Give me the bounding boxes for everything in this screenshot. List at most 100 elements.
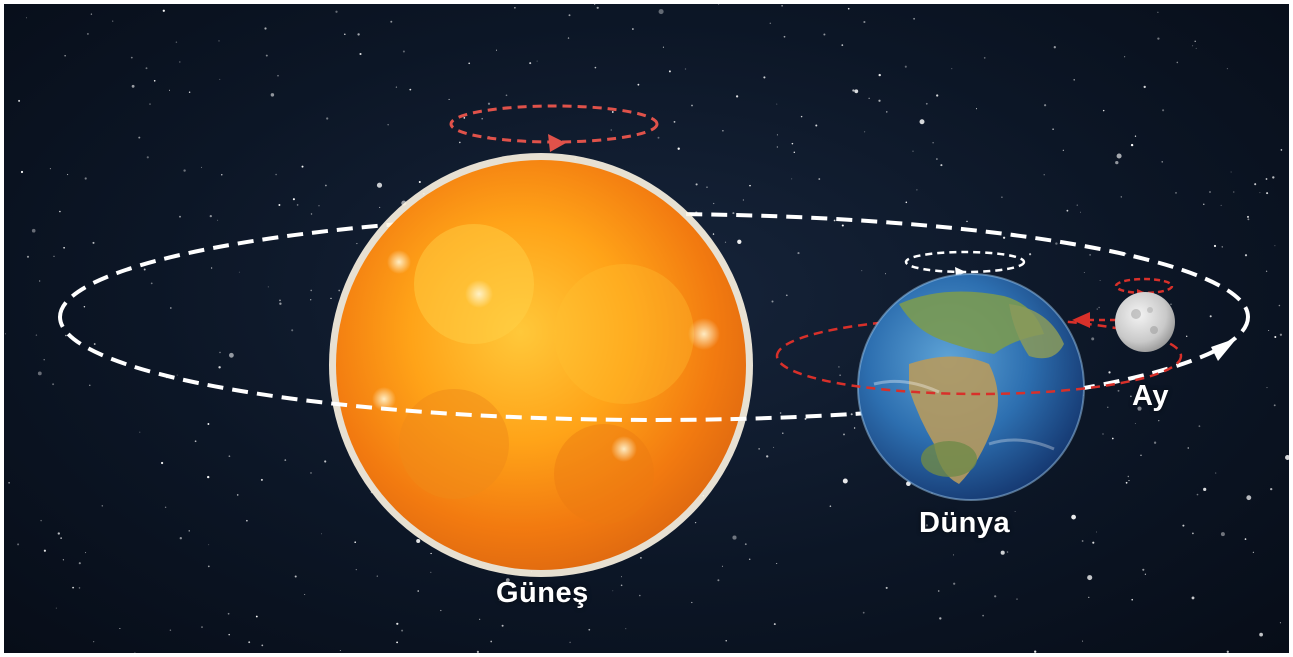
star — [940, 164, 943, 167]
star — [53, 255, 55, 257]
star — [1062, 149, 1064, 151]
star — [134, 652, 136, 653]
star — [1270, 487, 1273, 491]
star — [514, 6, 516, 9]
star — [594, 66, 597, 69]
star — [748, 558, 751, 560]
star — [925, 524, 929, 527]
star — [229, 352, 234, 358]
star — [1280, 149, 1283, 151]
star — [1096, 531, 1098, 533]
star — [673, 120, 676, 123]
star — [1182, 524, 1185, 527]
star — [842, 478, 848, 484]
star — [1014, 510, 1016, 512]
star — [843, 433, 845, 436]
star — [953, 554, 955, 556]
star — [479, 618, 481, 620]
star — [1000, 550, 1005, 555]
star — [164, 506, 167, 509]
star — [401, 629, 404, 632]
star — [1191, 596, 1195, 600]
star — [153, 79, 156, 82]
star — [594, 4, 596, 5]
star — [20, 170, 24, 174]
star — [1108, 371, 1111, 374]
solar-system-diagram: Güneş Dünya Ay — [4, 4, 1289, 653]
star — [416, 538, 421, 544]
star — [17, 543, 20, 546]
star — [1088, 596, 1090, 598]
moon-rotation-orbit — [1114, 277, 1174, 295]
star — [90, 13, 93, 15]
star — [797, 252, 800, 255]
star — [706, 186, 708, 189]
star — [84, 177, 87, 180]
star — [839, 374, 841, 376]
star — [1143, 85, 1146, 89]
star — [776, 103, 778, 105]
star — [1233, 191, 1235, 193]
star — [885, 586, 888, 589]
star — [932, 142, 934, 144]
star — [937, 590, 940, 592]
star — [387, 124, 389, 126]
star — [1221, 246, 1223, 248]
star — [1279, 333, 1283, 336]
star — [1192, 45, 1194, 47]
star — [1153, 441, 1157, 444]
star — [294, 575, 297, 578]
star — [1252, 551, 1255, 553]
star — [396, 622, 399, 625]
star — [1175, 192, 1177, 194]
star — [1244, 254, 1248, 257]
star — [1265, 270, 1268, 272]
star — [227, 612, 230, 615]
star — [209, 214, 212, 218]
star — [1161, 161, 1163, 163]
star — [612, 590, 614, 592]
star — [791, 142, 794, 145]
star — [1102, 109, 1105, 112]
sun-rotation-arrow-icon — [548, 134, 566, 152]
star — [1203, 203, 1205, 205]
star — [143, 268, 146, 271]
star — [1092, 541, 1095, 544]
star — [1117, 389, 1120, 392]
star — [310, 299, 312, 301]
sun-label: Güneş — [496, 577, 589, 609]
star — [376, 182, 383, 188]
star — [390, 20, 393, 23]
star — [783, 35, 786, 38]
star — [640, 557, 642, 559]
star — [1131, 598, 1133, 601]
sun — [329, 153, 753, 577]
star — [1066, 209, 1069, 212]
star — [296, 204, 299, 206]
star — [864, 131, 866, 133]
star — [735, 95, 739, 98]
star — [4, 333, 6, 335]
star — [321, 533, 322, 535]
star — [430, 571, 432, 574]
star — [264, 27, 267, 30]
star — [691, 601, 693, 604]
star — [773, 446, 775, 448]
star — [1198, 425, 1201, 428]
star — [886, 111, 888, 113]
star — [713, 202, 715, 205]
star — [188, 530, 190, 532]
star — [779, 412, 782, 414]
star — [1128, 480, 1130, 482]
star — [354, 541, 357, 543]
star — [847, 7, 850, 10]
star — [459, 141, 461, 144]
star — [495, 49, 498, 51]
star — [1134, 135, 1137, 137]
star — [93, 641, 95, 643]
star — [742, 199, 745, 201]
star — [1195, 47, 1197, 49]
star — [785, 294, 788, 297]
star — [691, 104, 693, 107]
star — [396, 641, 398, 644]
